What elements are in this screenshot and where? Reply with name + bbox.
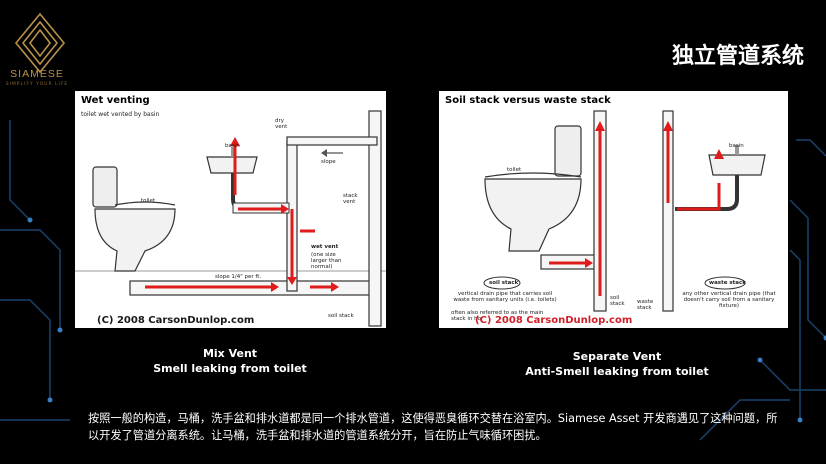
- right-caption-line2: Anti-Smell leaking from toilet: [525, 365, 709, 378]
- label-slope: slope: [321, 159, 336, 165]
- wet-venting-diagram: Wet venting toilet wet vented by basin t…: [75, 91, 386, 328]
- brand-name: SIAMESE: [10, 68, 64, 80]
- label-basin: basin: [225, 143, 240, 149]
- label-soil-stack: soil stack: [610, 295, 625, 307]
- soil-vs-waste-stack-diagram: Soil stack versus waste stack toilet bas…: [439, 91, 788, 328]
- right-copyright: (C) 2008 CarsonDunlop.com: [475, 315, 633, 326]
- label-slope-note: slope 1/4" per ft.: [215, 274, 262, 280]
- brand-tagline: SIMPLIFY YOUR LIFE: [5, 82, 69, 87]
- label-soil-stack-desc2: often also referred to as the main stack…: [451, 310, 544, 322]
- left-caption-line2: Smell leaking from toilet: [153, 362, 307, 375]
- page-title: 独立管道系统: [671, 44, 804, 69]
- brand-logo: [6, 10, 74, 100]
- left-diagram-subtitle: toilet wet vented by basin: [81, 111, 160, 118]
- label-soil-stack-bubble: soil stack: [489, 280, 519, 286]
- label-waste-stack-desc: any other vertical drain pipe (that does…: [682, 291, 776, 309]
- label-soil-stack-desc: vertical drain pipe that carries soil wa…: [453, 291, 557, 303]
- label-toilet: toilet: [141, 198, 156, 204]
- right-caption: Separate Vent Anti-Smell leaking from to…: [497, 349, 737, 379]
- wet-venting-drawing: [75, 110, 386, 327]
- label-right-toilet: toilet: [507, 167, 522, 173]
- label-wet-vent: wet vent: [311, 244, 339, 250]
- label-soil-stack: soil stack: [328, 313, 354, 319]
- left-copyright: (C) 2008 CarsonDunlop.com: [97, 315, 255, 326]
- diamond-logo-icon: [14, 12, 66, 74]
- left-caption: Mix Vent Smell leaking from toilet: [116, 346, 344, 376]
- right-caption-line1: Separate Vent: [572, 350, 662, 363]
- left-diagram-title: Wet venting: [81, 95, 150, 106]
- description-paragraph: 按照一般的构造，马桶，洗手盆和排水道都是同一个排水管道，这使得恶臭循环交替在浴室…: [88, 412, 778, 442]
- label-wet-vent-note: (one size larger than normal): [311, 252, 342, 270]
- label-right-basin: basin: [729, 143, 744, 149]
- label-dry-vent: dry vent: [275, 118, 288, 130]
- label-waste-stack-bubble: waste stack: [709, 280, 746, 286]
- label-waste-stack: waste stack: [637, 299, 654, 311]
- left-caption-line1: Mix Vent: [202, 347, 258, 360]
- label-stack-vent: stack vent: [343, 193, 358, 205]
- right-diagram-title: Soil stack versus waste stack: [445, 95, 611, 106]
- soil-waste-drawing: [483, 110, 766, 312]
